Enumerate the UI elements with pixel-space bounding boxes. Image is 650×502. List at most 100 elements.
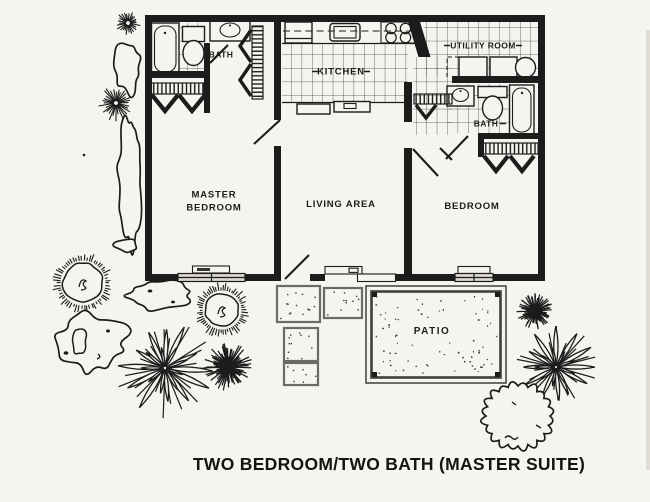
plan-graphic	[128, 12, 134, 22]
plan-graphic	[160, 347, 166, 368]
toilet-master-tank	[181, 25, 206, 43]
plan-graphic	[302, 381, 304, 383]
plan-graphic	[462, 356, 464, 359]
sliding-door-handle	[348, 267, 359, 273]
plan-graphic	[478, 352, 480, 354]
patio-border-inner	[370, 290, 502, 379]
plan-graphic	[232, 288, 237, 295]
closet-hall-bifold	[414, 103, 438, 121]
plan-graphic	[352, 300, 354, 302]
plan-graphic	[123, 279, 192, 313]
plan-graphic	[97, 262, 102, 267]
plan-graphic	[208, 286, 214, 294]
plan-graphic	[487, 312, 489, 314]
plan-graphic	[57, 267, 64, 273]
plan-graphic	[345, 302, 347, 304]
plan-graphic	[357, 298, 360, 301]
plan-graphic	[104, 90, 115, 102]
wall-kitchen-diagonal	[406, 15, 431, 57]
plan-graphic	[426, 364, 428, 366]
plan-graphic	[197, 311, 203, 314]
plan-graphic	[88, 255, 92, 262]
plant-cloud-bush	[479, 381, 555, 452]
plan-graphic	[300, 334, 302, 337]
plan-graphic	[496, 335, 498, 338]
plan-graphic	[124, 368, 161, 377]
plan-graphic	[282, 326, 320, 363]
plan-graphic	[58, 294, 65, 299]
plan-graphic	[207, 288, 212, 295]
plan-graphic	[226, 286, 229, 292]
plan-graphic	[427, 364, 429, 367]
plan-graphic	[239, 300, 243, 303]
plan-graphic	[104, 277, 108, 279]
closets	[148, 82, 539, 175]
wall-top	[145, 15, 545, 22]
room-label-bath-second: BATH	[474, 119, 499, 129]
sliding-door-panel	[324, 265, 363, 275]
plan-graphic	[473, 351, 474, 353]
plan-graphic	[288, 337, 290, 339]
plan-graphic	[238, 295, 246, 301]
plan-graphic	[240, 304, 244, 307]
plan-graphic	[116, 104, 126, 116]
plan-graphic	[117, 102, 130, 107]
plan-graphic	[58, 289, 62, 292]
plan-graphic	[119, 17, 127, 23]
plan-graphic	[375, 335, 377, 338]
stove-burner	[385, 31, 397, 44]
plan-graphic	[449, 342, 451, 344]
plant-starburst	[116, 12, 141, 35]
plan-graphic	[556, 359, 575, 368]
plan-graphic	[240, 315, 244, 318]
plan-graphic	[105, 279, 111, 282]
plan-graphic	[228, 288, 231, 293]
plan-graphic	[145, 351, 165, 368]
wall-bottom	[245, 274, 281, 281]
plan-graphic	[100, 266, 106, 271]
plan-graphic	[475, 313, 477, 315]
plan-graphic	[128, 24, 134, 33]
plan-graphic	[240, 314, 249, 317]
plan-graphic	[102, 103, 115, 113]
plan-graphic	[389, 360, 391, 362]
plan-graphic	[301, 358, 303, 360]
plan-graphic	[86, 257, 88, 261]
patio	[365, 285, 507, 384]
plan-graphic	[200, 319, 206, 324]
plan-graphic	[228, 327, 233, 336]
plan-graphic	[440, 300, 442, 302]
plan-graphic	[168, 370, 191, 389]
plant-spiky-yucca	[117, 326, 213, 419]
plan-graphic	[117, 96, 126, 103]
plan-graphic	[117, 99, 131, 104]
patio-corner-marker	[495, 372, 500, 377]
door-leaf-bedroom	[412, 148, 439, 177]
plan-graphic	[52, 279, 61, 282]
plan-graphic	[394, 335, 397, 337]
plan-graphic	[525, 296, 534, 309]
plan-graphic	[59, 292, 63, 295]
plan-graphic	[140, 366, 164, 370]
washer	[458, 56, 488, 78]
plan-graphic	[71, 328, 88, 355]
plan-graphic	[138, 369, 165, 409]
plan-graphic	[477, 371, 479, 373]
plan-graphic	[165, 346, 178, 368]
plan-graphic	[101, 294, 110, 300]
plan-graphic	[129, 20, 137, 24]
plan-graphic	[115, 104, 119, 115]
plan-graphic	[442, 309, 444, 311]
plan-graphic	[224, 329, 227, 335]
toilet-master-bowl	[182, 39, 205, 67]
plan-graphic	[384, 318, 386, 320]
plan-graphic	[105, 95, 115, 103]
plan-graphic	[241, 311, 249, 314]
plan-graphic	[118, 14, 127, 23]
plan-graphic	[315, 375, 317, 377]
plan-graphic	[52, 287, 62, 291]
plan-graphic	[208, 327, 214, 335]
plan-graphic	[308, 309, 311, 311]
plan-graphic	[116, 92, 122, 102]
